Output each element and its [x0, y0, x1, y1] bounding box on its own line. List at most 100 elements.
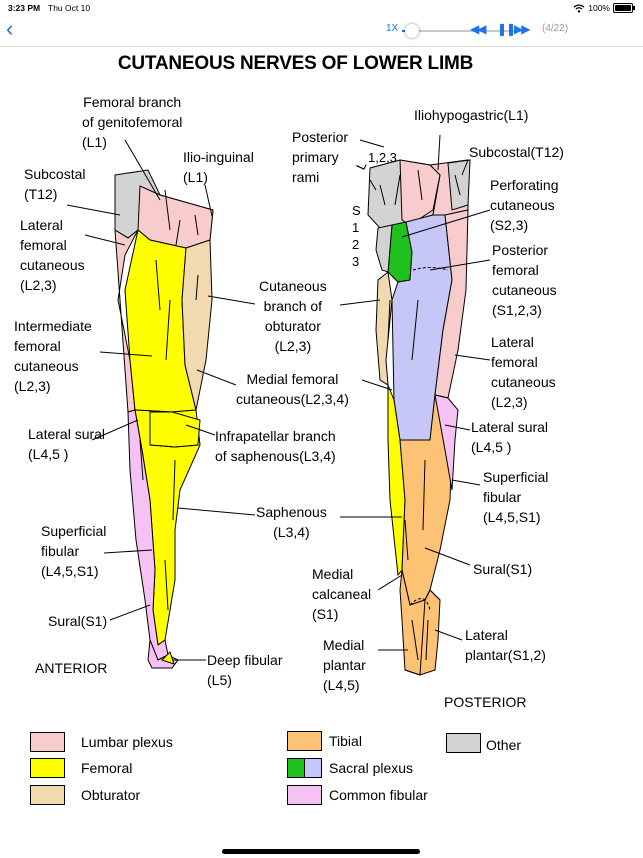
label-line: cutaneous	[14, 358, 79, 374]
label-line: Lateral	[491, 334, 534, 350]
label-line: Superficial	[483, 469, 549, 485]
label-femoral-branch-genitofemoral: Femoral branch of genitofemoral (L1)	[82, 92, 182, 152]
legend-label-obturator: Obturator	[81, 787, 141, 803]
label-superficial-fibular-posterior: Superficial fibular (L4,5,S1)	[483, 467, 548, 527]
anterior-view-label: ANTERIOR	[35, 660, 108, 676]
label-line: branch of	[263, 298, 323, 314]
label-line: cutaneous	[492, 282, 557, 298]
label-line: (L1)	[82, 134, 107, 150]
label-line: Subcostal	[24, 166, 86, 182]
label-intermediate-femoral-cutaneous: Intermediate femoral cutaneous (L2,3)	[14, 316, 92, 396]
label-sural-posterior: Sural(S1)	[473, 561, 533, 577]
label-line: femoral	[14, 338, 61, 354]
label-line: 1	[352, 220, 360, 235]
label-line: Deep fibular	[207, 652, 283, 668]
label-line: (L4,5,S1)	[483, 509, 541, 525]
label-line: Infrapatellar branch	[215, 428, 336, 444]
home-indicator[interactable]	[222, 849, 420, 854]
label-line: (L2,3)	[20, 277, 57, 293]
label-infrapatellar-branch: Infrapatellar branch of saphenous(L3,4)	[215, 426, 336, 466]
legend-label-other: Other	[486, 737, 522, 753]
progress-thumb[interactable]	[404, 24, 419, 38]
legend-swatch-lumbar-plexus	[30, 732, 65, 752]
label-cutaneous-branch-obturator: Cutaneous branch of obturator (L2,3)	[259, 276, 327, 356]
label-line: Posterior	[292, 129, 349, 145]
rewind-icon[interactable]: ◀◀	[470, 22, 487, 36]
label-line: Posterior	[492, 242, 549, 258]
label-line: (S1,2,3)	[492, 302, 542, 318]
chevron-left-icon[interactable]: ‹	[6, 16, 14, 41]
label-line: Superficial	[41, 523, 107, 539]
label-lateral-sural-anterior: Lateral sural (L4,5 )	[28, 424, 105, 464]
label-line: Lateral sural	[471, 419, 549, 435]
label-line: femoral	[491, 354, 538, 370]
legend-label-tibial: Tibial	[329, 733, 362, 749]
label-line: cutaneous	[490, 197, 555, 213]
label-posterior-femoral-cutaneous: Posterior femoral cutaneous (S1,2,3)	[492, 240, 557, 320]
anterior-leg	[114, 169, 214, 669]
pause-icon[interactable]: ❚❚	[497, 22, 516, 36]
label-line: S	[352, 203, 361, 218]
posterior-leg	[367, 159, 471, 676]
label-line: Lateral	[20, 217, 63, 233]
label-line: Lateral sural	[28, 426, 106, 442]
wifi-icon	[573, 3, 585, 13]
leader-lines	[66, 134, 491, 661]
label-line: rami	[292, 169, 320, 185]
label-line: 2	[352, 237, 360, 252]
label-line: (L4,5,S1)	[41, 563, 99, 579]
label-line: (S1)	[312, 606, 339, 622]
legend-label-common-fibular: Common fibular	[329, 787, 428, 803]
label-posterior-primary-rami: Posterior primary rami	[292, 127, 348, 187]
legend-swatch-common-fibular	[287, 785, 322, 805]
label-ilio-inguinal: Ilio-inguinal (L1)	[183, 147, 254, 187]
label-line: fibular	[483, 489, 522, 505]
progress-slider[interactable]	[402, 24, 526, 38]
label-line: (L4,5 )	[471, 439, 512, 455]
posterior-view-label: POSTERIOR	[444, 694, 527, 710]
label-line: Medial	[312, 566, 354, 582]
legend-label-lumbar-plexus: Lumbar plexus	[81, 734, 173, 750]
label-line: (L1)	[183, 169, 208, 185]
label-sural-anterior: Sural(S1)	[48, 613, 108, 629]
fast-forward-icon[interactable]: ▶▶	[514, 22, 531, 36]
player-toolbar: ‹ 1X ◀◀ ❚❚ ▶▶ (4/22)	[0, 16, 643, 47]
legend-swatch-obturator	[30, 785, 65, 805]
label-line: plantar(S1,2)	[465, 647, 546, 663]
label-line: primary	[292, 149, 339, 165]
label-lateral-femoral-cutaneous-anterior: Lateral femoral cutaneous (L2,3)	[20, 215, 85, 295]
label-rami-l-levels: 1,2,3	[368, 150, 397, 165]
label-line: Cutaneous	[259, 278, 327, 294]
label-saphenous: Saphenous (L3,4)	[256, 502, 327, 542]
label-line: (L5)	[207, 672, 232, 688]
label-medial-femoral-cutaneous: Medial femoral cutaneous(L2,3,4)	[236, 369, 349, 409]
label-line: of saphenous(L3,4)	[215, 448, 336, 464]
label-lateral-femoral-cutaneous-posterior: Lateral femoral cutaneous (L2,3)	[491, 332, 556, 412]
label-line: (L2,3)	[274, 338, 312, 354]
label-line: (L2,3)	[491, 394, 528, 410]
label-line: Intermediate	[14, 318, 92, 334]
status-right: 100%	[573, 3, 635, 13]
label-line: Perforating	[490, 177, 559, 193]
legend-label-femoral: Femoral	[81, 760, 133, 776]
legend-swatch-tibial	[287, 731, 322, 751]
label-line: plantar	[323, 657, 366, 673]
label-rami-s: S 1 2 3	[352, 202, 361, 270]
label-medial-calcaneal: Medial calcaneal (S1)	[312, 564, 371, 624]
label-line: Femoral branch	[83, 94, 182, 110]
label-perforating-cutaneous: Perforating cutaneous (S2,3)	[490, 175, 558, 235]
label-line: cutaneous	[20, 257, 85, 273]
label-lateral-sural-posterior: Lateral sural (L4,5 )	[471, 417, 548, 457]
label-line: 3	[352, 254, 360, 269]
playback-speed-button[interactable]: 1X	[386, 23, 399, 34]
label-lateral-plantar: Lateral plantar(S1,2)	[465, 625, 546, 665]
label-superficial-fibular-anterior: Superficial fibular (L4,5,S1)	[41, 521, 106, 581]
label-line: fibular	[41, 543, 80, 559]
label-line: (L2,3)	[14, 378, 51, 394]
label-line: (S2,3)	[490, 217, 529, 233]
label-line: of genitofemoral	[82, 114, 183, 130]
battery-icon	[613, 3, 635, 13]
label-line: Saphenous	[256, 504, 327, 520]
label-line: femoral	[492, 262, 539, 278]
